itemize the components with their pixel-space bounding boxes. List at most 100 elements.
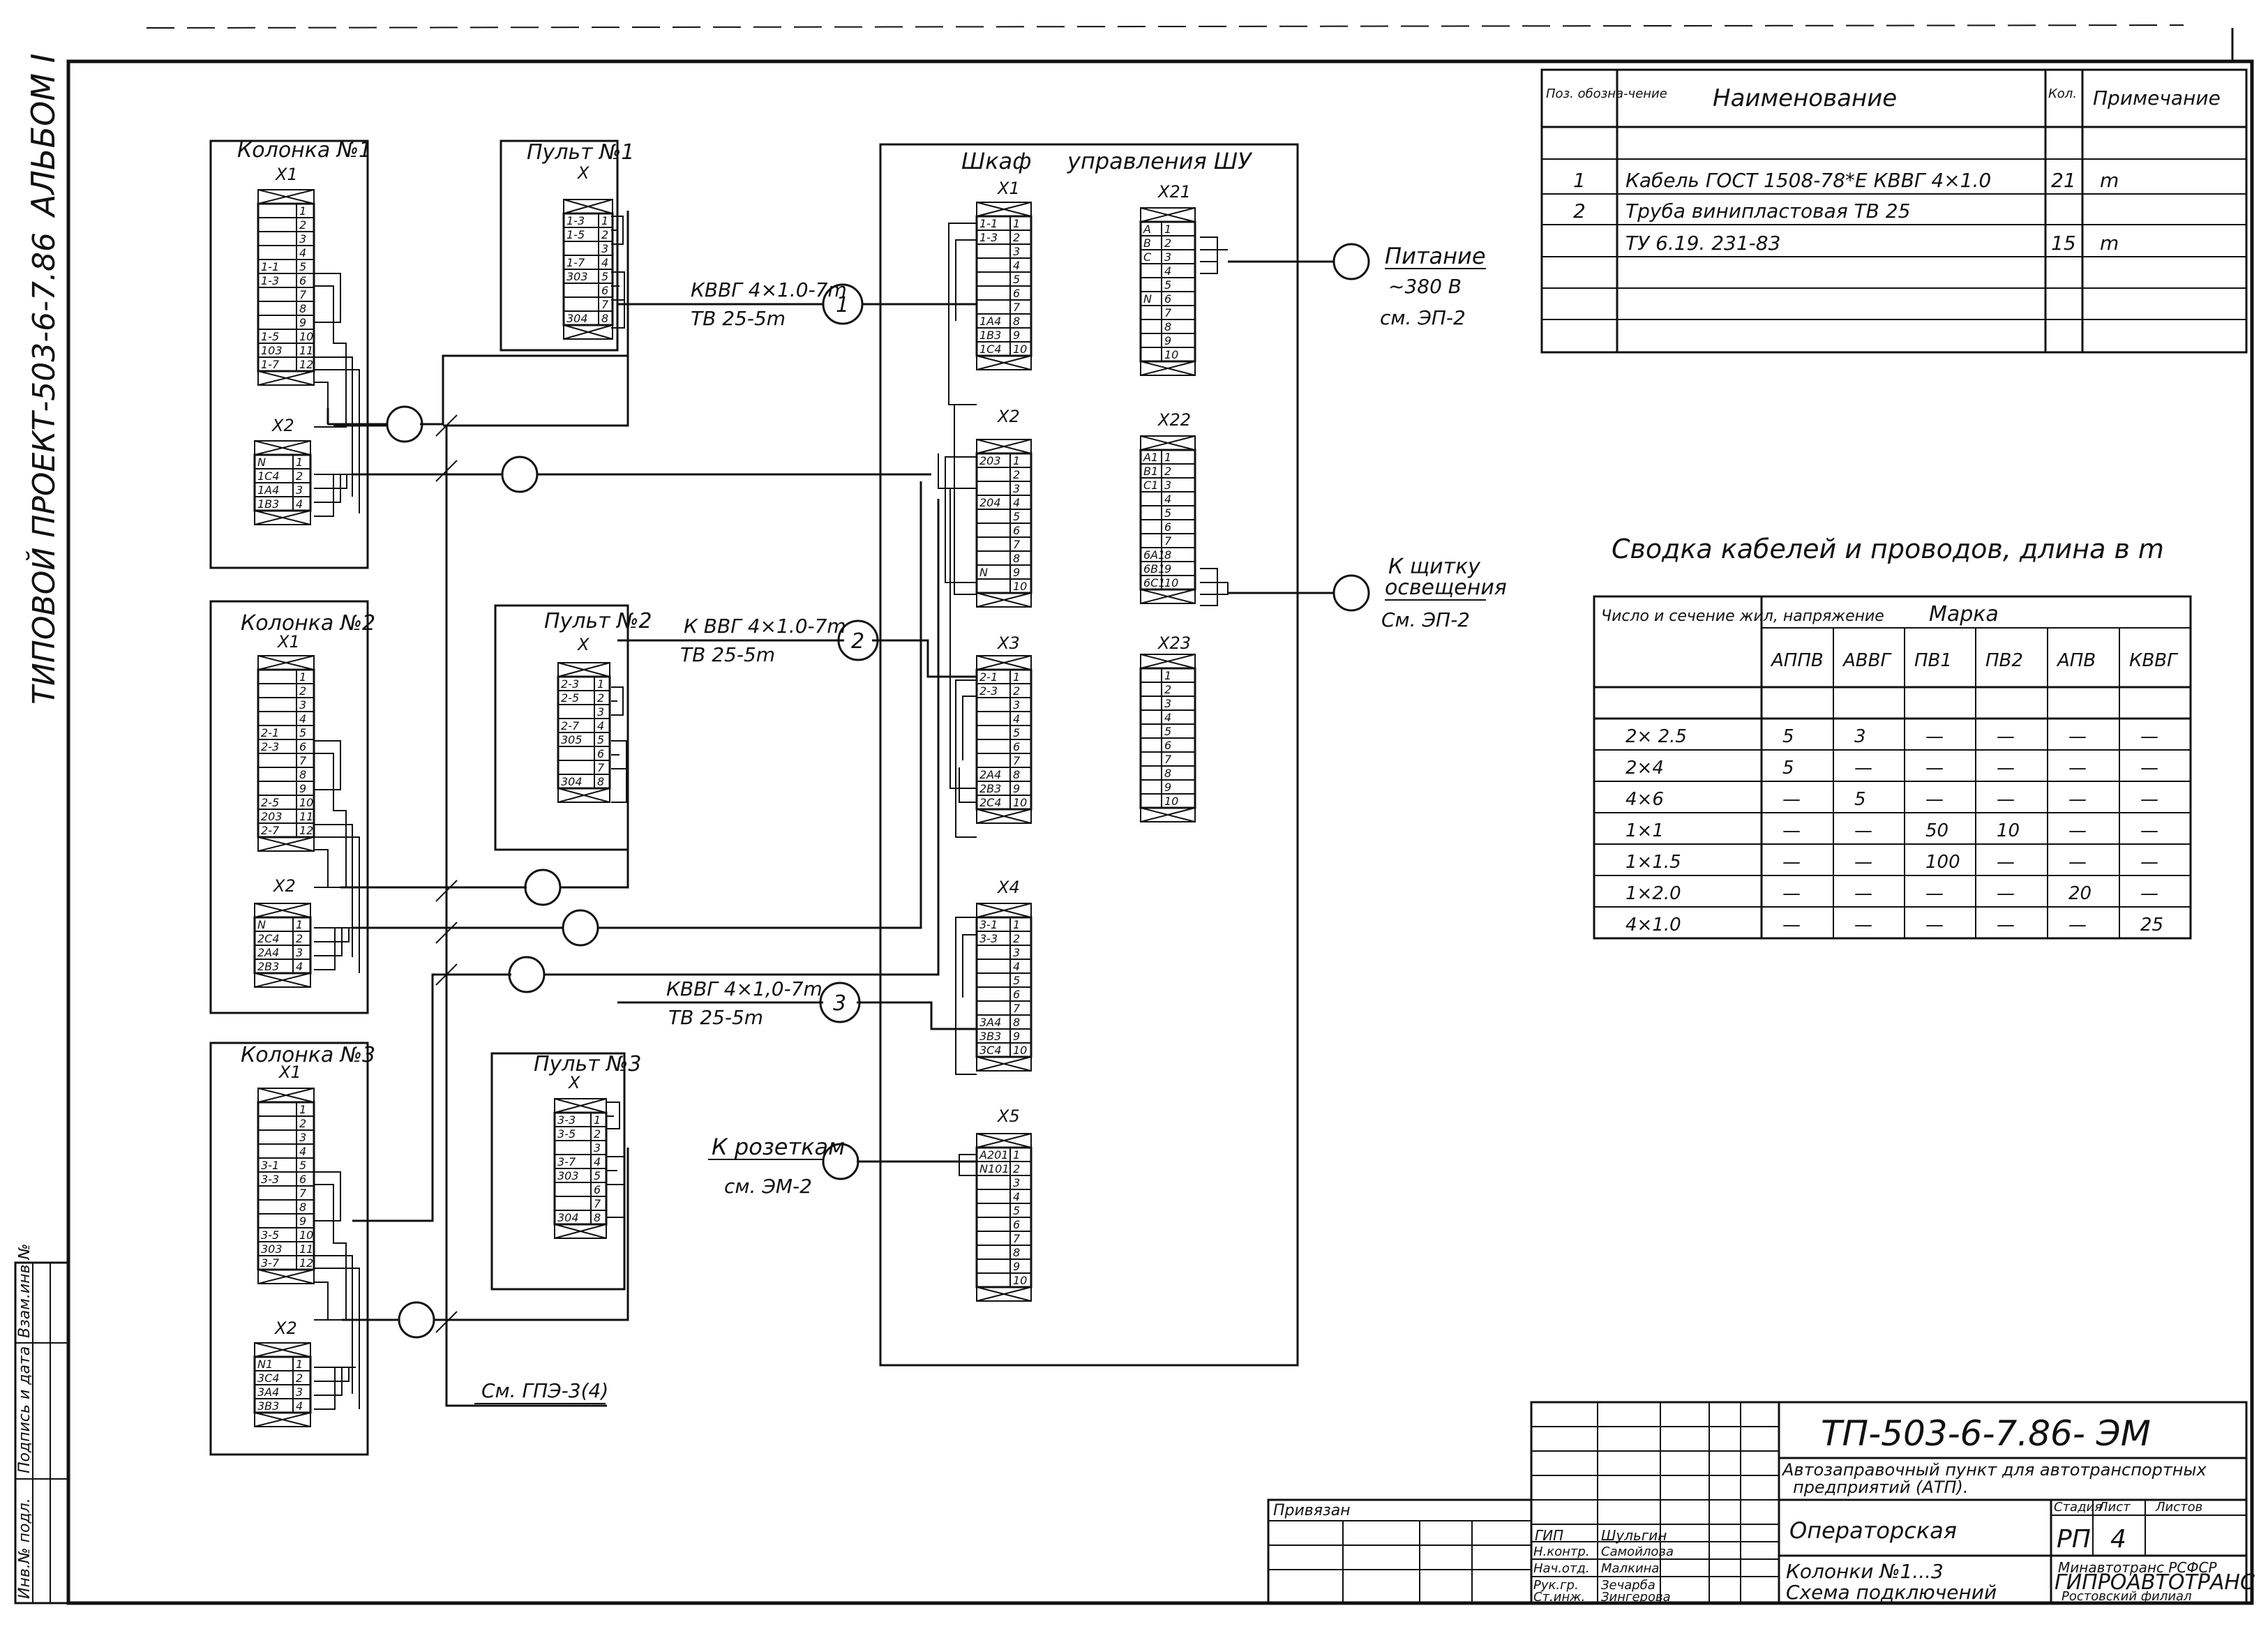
terminal-number: 9 xyxy=(1164,334,1171,347)
unit-frames xyxy=(209,140,1299,1456)
summary-value: — xyxy=(2140,852,2158,873)
spec-table: Поз. обозна-чение Наименование Кол. Прим… xyxy=(1540,68,2248,354)
terminal-blocks: 123451-161-3789101-511103121-71N21C431A4… xyxy=(253,179,1196,1427)
terminal-number: 1 xyxy=(299,204,306,218)
summary-section: 2× 2.5 xyxy=(1625,726,1687,747)
terminal-label: 3C4 xyxy=(257,1371,280,1385)
terminal-number: 6 xyxy=(594,1183,601,1196)
cabinet-block-label: X3 xyxy=(996,633,1020,653)
terminal-number: 2 xyxy=(296,469,303,483)
terminal-number: 1 xyxy=(1013,918,1020,931)
terminal-number: 4 xyxy=(1013,496,1020,509)
spec-r1-name: Кабель ГОСТ 1508-78*Е КВВГ 4×1.0 xyxy=(1625,169,1991,192)
terminal-number: 9 xyxy=(1164,781,1171,794)
terminal-label: 203 xyxy=(261,810,283,823)
terminal-label: 3-7 xyxy=(261,1256,280,1270)
terminal-number: 4 xyxy=(296,497,303,511)
light-ref: См. ЭП-2 xyxy=(1381,608,1470,631)
terminal-number: 7 xyxy=(1013,538,1021,551)
spec-r3-name: ТУ 6.19. 231-83 xyxy=(1625,232,1780,255)
terminal-label: 3-7 xyxy=(557,1155,576,1168)
summary-mark-header: ПВ1 xyxy=(1914,650,1952,671)
spec-r1-qty: 21 xyxy=(2051,169,2076,192)
summary-section: 4×1.0 xyxy=(1625,915,1681,935)
terminal-label: 1-3 xyxy=(979,231,998,244)
power-ref: см. ЭП-2 xyxy=(1380,306,1466,329)
terminal-number: 8 xyxy=(299,768,306,781)
terminal-label: B1 xyxy=(1143,465,1158,478)
terminal-label: 1C4 xyxy=(257,469,280,483)
summary-value: — xyxy=(1997,883,2015,904)
terminal-label: 1A4 xyxy=(257,483,279,497)
spec-r1-pos: 1 xyxy=(1573,169,1586,192)
spec-r3-note: m xyxy=(2100,232,2119,255)
summary-value: — xyxy=(2068,726,2087,747)
terminal-number: 8 xyxy=(601,312,608,325)
junction-circle xyxy=(508,956,546,993)
terminal-number: 7 xyxy=(1013,301,1021,314)
terminal-number: 1 xyxy=(299,670,306,684)
summary-value: — xyxy=(2140,758,2158,779)
terminal-number: 3 xyxy=(1013,482,1020,495)
terminal-number: 10 xyxy=(299,1228,313,1242)
terminal-number: 1 xyxy=(1013,454,1020,467)
summary-value: — xyxy=(2068,852,2087,873)
cable3-line2: ТВ 25-5m xyxy=(668,1006,763,1029)
role-1: ГИП xyxy=(1535,1527,1563,1544)
terminal-label: 1A4 xyxy=(979,315,1001,328)
unit1-title: Колонка №1 xyxy=(237,138,372,163)
terminal-label: 2C4 xyxy=(979,796,1002,809)
terminal-number: 7 xyxy=(594,1197,601,1210)
terminal-number: 9 xyxy=(1013,1260,1020,1273)
cable3-num: 3 xyxy=(833,991,846,1016)
terminal-number: 2 xyxy=(597,691,604,705)
cabinet-block-label: X21 xyxy=(1157,182,1191,202)
summary-section: 2×4 xyxy=(1625,758,1664,779)
terminal-number: 1 xyxy=(1164,451,1171,464)
terminal-number: 6 xyxy=(299,740,306,753)
terminal-number: 3 xyxy=(296,1385,303,1399)
summary-value: — xyxy=(1782,852,1801,873)
terminal-number: 5 xyxy=(1164,506,1171,520)
cabinet-block-label: X23 xyxy=(1157,633,1191,653)
terminal-number: 3 xyxy=(1013,245,1020,258)
cabinet-title-2: управления ШУ xyxy=(1067,148,1253,174)
terminal-label: 304 xyxy=(566,312,588,325)
name-2: Самойлова xyxy=(1601,1544,1674,1559)
terminal-number: 3 xyxy=(1013,1176,1020,1189)
pult3-label: X xyxy=(567,1073,580,1092)
stage-value: РП xyxy=(2057,1525,2091,1554)
terminal-label: 3A4 xyxy=(979,1016,1001,1029)
terminal-label: 2-5 xyxy=(261,796,279,809)
terminal-number: 7 xyxy=(601,298,609,311)
terminal-number: 5 xyxy=(1013,974,1020,987)
terminal-label: 2-3 xyxy=(561,677,579,691)
junction-circle xyxy=(562,909,599,947)
terminal-number: 6 xyxy=(1013,1218,1020,1231)
unit1-x1-label: X1 xyxy=(274,165,298,184)
terminal-label: 1B3 xyxy=(257,497,279,511)
terminal-number: 5 xyxy=(597,733,604,746)
role-3: Нач.отд. xyxy=(1533,1561,1590,1576)
summary-value: — xyxy=(2140,789,2158,810)
terminal-number: 3 xyxy=(296,946,303,959)
summary-value: — xyxy=(1925,726,1944,747)
terminal-number: 8 xyxy=(1164,767,1171,780)
terminal-number: 7 xyxy=(299,754,307,767)
unit2-x1-label: X1 xyxy=(276,632,300,652)
terminal-label: 3B3 xyxy=(979,1030,1001,1043)
summary-section: 1×1.5 xyxy=(1625,852,1681,873)
terminal-label: 304 xyxy=(561,775,583,788)
terminal-number: 8 xyxy=(1013,552,1020,565)
terminal-label: 6B1 xyxy=(1143,562,1165,576)
terminal-label: 2C4 xyxy=(257,932,280,945)
pult3-title: Пульт №3 xyxy=(534,1052,641,1076)
terminal-number: 9 xyxy=(299,782,306,795)
terminal-number: 10 xyxy=(1013,1044,1027,1057)
spec-r1-note: m xyxy=(2100,169,2119,192)
socket-ref: см. ЭМ-2 xyxy=(724,1175,812,1198)
